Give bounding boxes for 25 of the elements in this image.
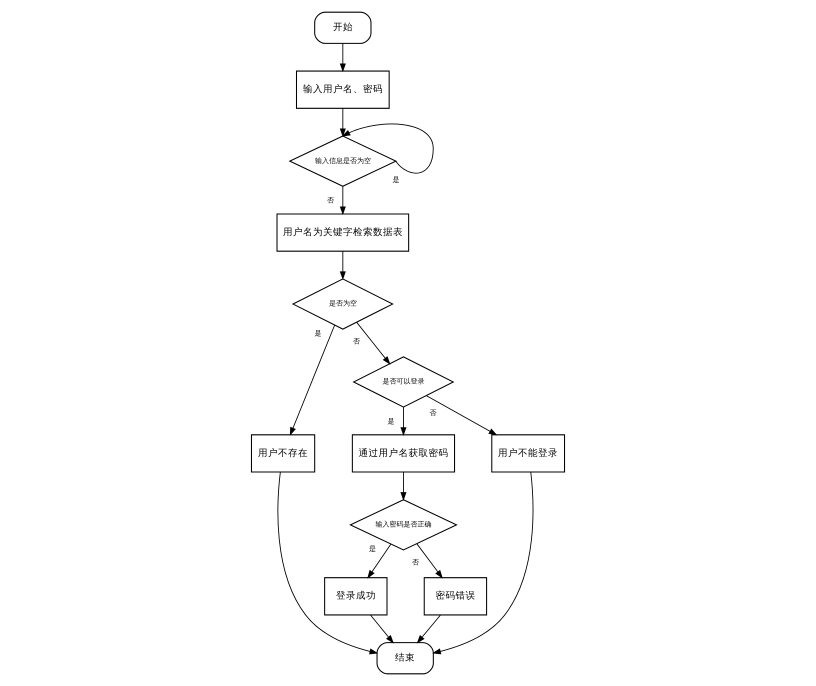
- arrow: [356, 322, 390, 365]
- node-box: 用户名为关键字检索数据表: [276, 213, 410, 252]
- arrow: [400, 472, 406, 501]
- arrow: [340, 250, 346, 280]
- node-box: 开始: [314, 12, 372, 44]
- arrow: [277, 472, 378, 654]
- arrow: [290, 324, 336, 436]
- arrow: [367, 544, 392, 579]
- arrow: [416, 543, 443, 579]
- arrow: [342, 124, 434, 174]
- node-box: 结束: [376, 642, 434, 674]
- node-box: 密码错误: [424, 577, 488, 616]
- node-box: 用户不存在: [250, 434, 316, 473]
- node-box: 登录成功: [324, 577, 388, 616]
- arrow: [340, 43, 346, 72]
- node-box: 输入用户名、密码: [296, 70, 390, 109]
- arrow: [416, 614, 441, 644]
- arrow: [340, 186, 346, 216]
- arrow: [370, 614, 394, 644]
- arrow: [340, 108, 346, 138]
- node-box: 通过用户名获取密码: [352, 434, 456, 473]
- arrow: [432, 472, 534, 654]
- node-box: 用户不能登录: [491, 434, 566, 473]
- arrow: [426, 395, 498, 436]
- arrow: [400, 406, 406, 436]
